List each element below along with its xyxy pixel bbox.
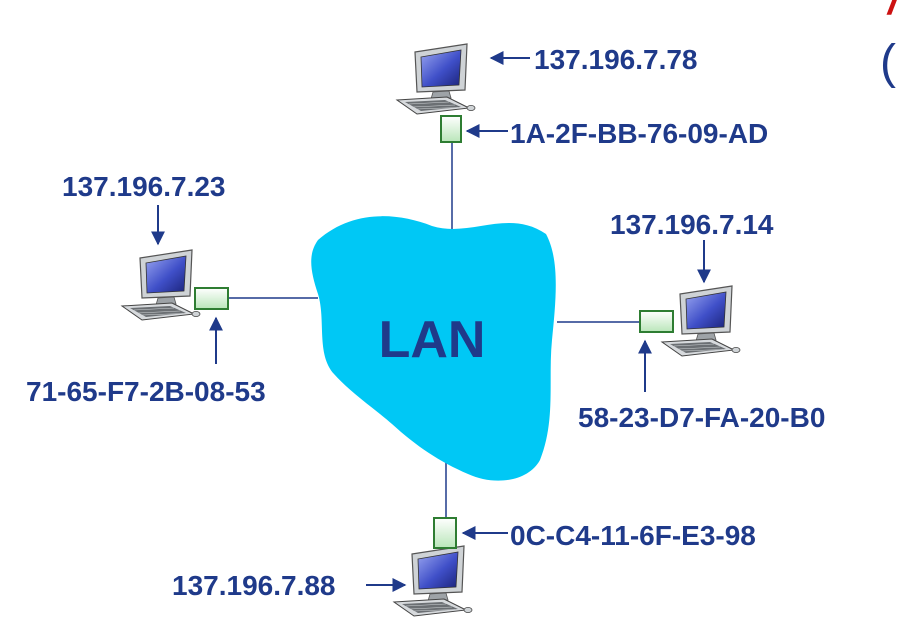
network-adapter-icon	[639, 310, 674, 333]
host-left-ip: 137.196.7.23	[62, 171, 226, 202]
host-bottom-mac: 0C-C4-11-6F-E3-98	[510, 520, 756, 551]
lan-label: LAN	[379, 311, 486, 369]
host-top-ip: 137.196.7.78	[534, 44, 698, 75]
host-right-ip: 137.196.7.14	[610, 209, 774, 240]
network-adapter-icon	[194, 287, 229, 310]
desktop-computer-icon	[393, 545, 473, 617]
host-top-mac: 1A-2F-BB-76-09-AD	[510, 118, 768, 149]
partial-paren: (	[880, 36, 896, 89]
desktop-computer-icon	[121, 249, 201, 321]
host-right-mac: 58-23-D7-FA-20-B0	[578, 402, 825, 433]
network-adapter-icon	[433, 517, 457, 549]
network-adapter-icon	[440, 115, 462, 143]
host-bottom-ip: 137.196.7.88	[172, 570, 336, 601]
host-left-mac: 71-65-F7-2B-08-53	[26, 376, 266, 407]
partial-red-glyph: /	[886, 0, 903, 23]
desktop-computer-icon	[396, 43, 476, 115]
lan-cloud	[311, 216, 556, 481]
